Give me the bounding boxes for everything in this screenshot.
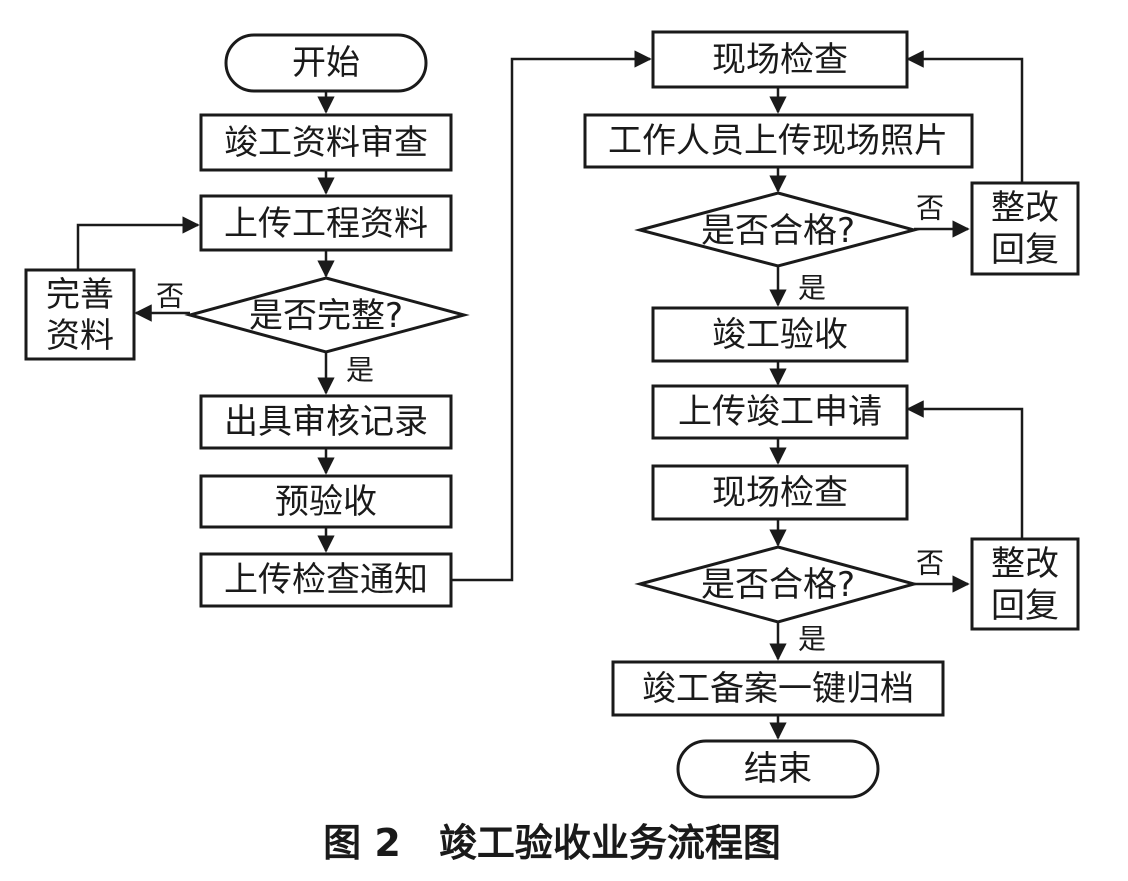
node-improve-docs: 完善 资料: [24, 268, 136, 361]
node-check-complete-label: 是否完整?: [249, 296, 403, 336]
edge-labels: 否 是 否 是 否 是: [156, 192, 944, 656]
node-end-label: 结束: [744, 749, 812, 789]
node-pre-acceptance-label: 预验收: [275, 482, 377, 522]
node-rectify-2-label-a: 整改: [991, 544, 1059, 584]
node-review-docs: 竣工资料审查: [199, 113, 453, 172]
node-upload-notice: 上传检查通知: [199, 552, 453, 608]
node-upload-application-label: 上传竣工申请: [678, 392, 882, 432]
node-qualified-1-label: 是否合格?: [701, 211, 855, 251]
node-end: 结束: [676, 739, 880, 799]
node-qualified-2-label: 是否合格?: [701, 565, 855, 605]
node-issue-record-label: 出具审核记录: [224, 402, 428, 442]
node-completion-acceptance: 竣工验收: [651, 306, 909, 363]
node-review-docs-label: 竣工资料审查: [224, 123, 428, 163]
figure-caption: 图 2 竣工验收业务流程图: [323, 821, 781, 865]
node-rectify-1-label-a: 整改: [991, 188, 1059, 228]
node-rectify-1-label-b: 回复: [991, 230, 1059, 270]
label-complete-yes: 是: [346, 354, 374, 387]
label-qualified2-no: 否: [916, 547, 944, 580]
node-check-complete: 是否完整?: [184, 276, 470, 354]
node-site-check-1: 现场检查: [651, 30, 909, 89]
node-start: 开始: [224, 33, 428, 93]
node-site-check-2: 现场检查: [651, 464, 909, 521]
edge-improve-to-upload: [76, 216, 200, 270]
node-upload-photos-label: 工作人员上传现场照片: [608, 121, 948, 161]
node-issue-record: 出具审核记录: [199, 394, 453, 450]
node-completion-acceptance-label: 竣工验收: [712, 315, 848, 355]
node-site-check-1-label: 现场检查: [712, 40, 848, 80]
node-improve-docs-label-1: 完善: [46, 275, 114, 315]
label-qualified2-yes: 是: [798, 623, 826, 656]
node-archive-label: 竣工备案一键归档: [642, 669, 914, 709]
edge-rectify2-to-application: [906, 400, 1024, 539]
node-archive: 竣工备案一键归档: [611, 660, 945, 717]
node-qualified-1: 是否合格?: [634, 191, 920, 268]
node-rectify-2: 整改 回复: [970, 537, 1080, 631]
node-upload-photos: 工作人员上传现场照片: [583, 113, 974, 169]
node-upload-application: 上传竣工申请: [651, 384, 909, 440]
node-site-check-2-label: 现场检查: [712, 473, 848, 513]
label-complete-no: 否: [156, 280, 184, 313]
node-upload-docs-label: 上传工程资料: [224, 204, 428, 244]
node-rectify-1: 整改 回复: [970, 181, 1080, 276]
node-start-label: 开始: [292, 43, 360, 83]
node-pre-acceptance: 预验收: [199, 474, 453, 529]
label-qualified1-yes: 是: [798, 272, 826, 305]
edges: [76, 50, 1024, 740]
node-rectify-2-label-b: 回复: [991, 586, 1059, 626]
edge-rectify1-to-sitecheck1: [906, 50, 1024, 183]
node-upload-notice-label: 上传检查通知: [224, 560, 428, 600]
label-qualified1-no: 否: [916, 192, 944, 225]
node-qualified-2: 是否合格?: [634, 545, 920, 624]
edge-notice-to-sitecheck1: [452, 50, 652, 582]
node-improve-docs-label-2: 资料: [46, 316, 114, 356]
node-upload-docs: 上传工程资料: [199, 194, 453, 252]
